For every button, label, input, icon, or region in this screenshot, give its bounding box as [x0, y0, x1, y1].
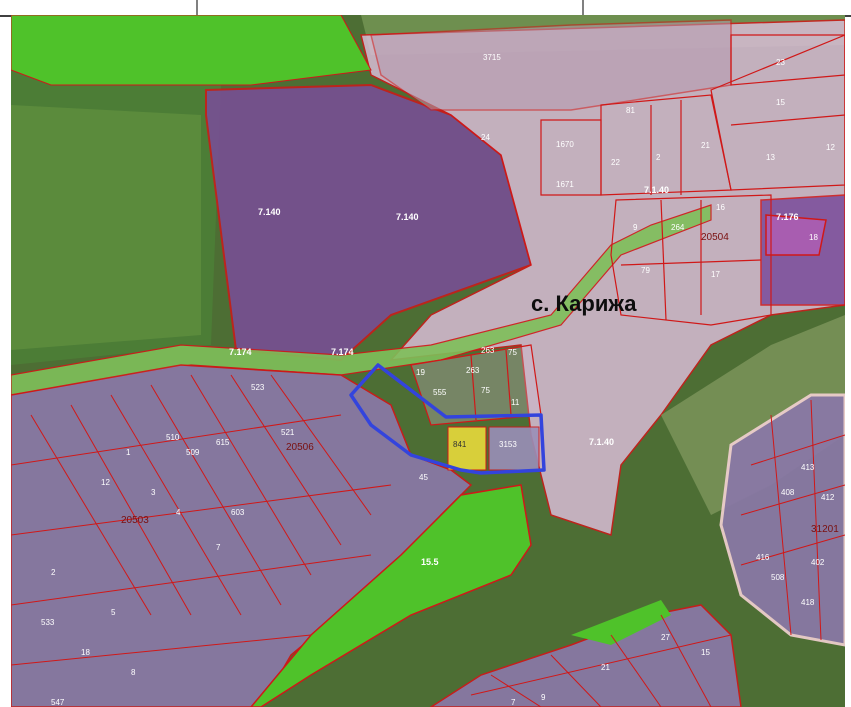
svg-text:5: 5 [111, 608, 116, 617]
zone-7140[interactable] [205, 83, 533, 362]
zone-green-nw[interactable] [11, 15, 372, 86]
svg-text:510: 510 [166, 433, 180, 442]
svg-text:412: 412 [821, 493, 835, 502]
svg-text:75: 75 [508, 348, 517, 357]
svg-text:3: 3 [151, 488, 156, 497]
svg-text:547: 547 [51, 698, 65, 707]
svg-text:81: 81 [626, 106, 635, 115]
zone-15-5[interactable] [250, 484, 532, 707]
svg-text:7.176: 7.176 [776, 212, 799, 222]
svg-text:841: 841 [453, 440, 467, 449]
north-parcel-grid [540, 34, 845, 326]
cadastral-map[interactable]: 7.140 7.140 7.174 7.174 7.1.40 7.1.40 7.… [11, 15, 845, 707]
svg-text:13: 13 [766, 153, 775, 162]
parcel-3715[interactable] [370, 19, 732, 111]
svg-text:509: 509 [186, 448, 200, 457]
svg-text:23: 23 [776, 58, 785, 67]
svg-text:45: 45 [419, 473, 428, 482]
svg-text:75: 75 [481, 386, 490, 395]
svg-text:24: 24 [481, 133, 490, 142]
svg-text:413: 413 [801, 463, 815, 472]
svg-text:7.1.40: 7.1.40 [589, 437, 614, 447]
east-parcel-grid [740, 399, 845, 641]
svg-text:15.5: 15.5 [421, 557, 439, 567]
south-parcel-grid [470, 614, 732, 707]
svg-text:533: 533 [41, 618, 55, 627]
svg-text:79: 79 [641, 266, 650, 275]
svg-text:20504: 20504 [701, 232, 729, 243]
svg-text:603: 603 [231, 508, 245, 517]
svg-text:12: 12 [101, 478, 110, 487]
svg-text:523: 523 [251, 383, 265, 392]
svg-text:416: 416 [756, 553, 770, 562]
svg-text:408: 408 [781, 488, 795, 497]
village-label: с. Карижа [531, 291, 637, 316]
svg-text:402: 402 [811, 558, 825, 567]
svg-text:9: 9 [541, 693, 546, 702]
svg-text:15: 15 [776, 98, 785, 107]
svg-text:263: 263 [466, 366, 480, 375]
parcel-numbers: 3715 23 15 81 24 1670 22 2 21 13 12 1671… [41, 53, 835, 707]
svg-text:7.174: 7.174 [331, 347, 354, 357]
svg-text:22: 22 [611, 158, 620, 167]
svg-text:7: 7 [216, 543, 221, 552]
svg-text:16: 16 [716, 203, 725, 212]
svg-text:1671: 1671 [556, 180, 574, 189]
svg-text:18: 18 [81, 648, 90, 657]
selection-outline[interactable] [349, 363, 546, 475]
zone-residential-south[interactable] [429, 604, 742, 707]
svg-text:27: 27 [661, 633, 670, 642]
west-parcel-grid [11, 374, 392, 666]
svg-text:11: 11 [511, 398, 520, 407]
svg-text:7.1.40: 7.1.40 [644, 185, 669, 195]
svg-text:3153: 3153 [499, 440, 517, 449]
svg-text:2: 2 [656, 153, 661, 162]
svg-text:20503: 20503 [121, 515, 149, 526]
svg-text:2: 2 [51, 568, 56, 577]
svg-text:21: 21 [601, 663, 610, 672]
svg-text:9: 9 [633, 223, 638, 232]
svg-text:17: 17 [711, 270, 720, 279]
svg-text:418: 418 [801, 598, 815, 607]
svg-text:4: 4 [176, 508, 181, 517]
svg-text:15: 15 [701, 648, 710, 657]
svg-text:521: 521 [281, 428, 295, 437]
svg-text:1: 1 [126, 448, 131, 457]
svg-text:31201: 31201 [811, 524, 839, 535]
svg-text:7.174: 7.174 [229, 347, 252, 357]
zone-31201[interactable] [719, 393, 845, 647]
svg-text:264: 264 [671, 223, 685, 232]
svg-text:12: 12 [826, 143, 835, 152]
svg-text:7.140: 7.140 [258, 207, 281, 217]
svg-text:7.140: 7.140 [396, 212, 419, 222]
parcel-841-highlight[interactable] [447, 426, 487, 471]
svg-text:508: 508 [771, 573, 785, 582]
svg-text:615: 615 [216, 438, 230, 447]
svg-text:19: 19 [416, 368, 425, 377]
svg-text:8: 8 [131, 668, 136, 677]
svg-text:18: 18 [809, 233, 818, 242]
svg-text:263: 263 [481, 346, 495, 355]
svg-text:555: 555 [433, 388, 447, 397]
svg-text:3715: 3715 [483, 53, 501, 62]
svg-text:1670: 1670 [556, 140, 574, 149]
svg-text:20506: 20506 [286, 442, 314, 453]
svg-text:7: 7 [511, 698, 516, 707]
svg-text:21: 21 [701, 141, 710, 150]
